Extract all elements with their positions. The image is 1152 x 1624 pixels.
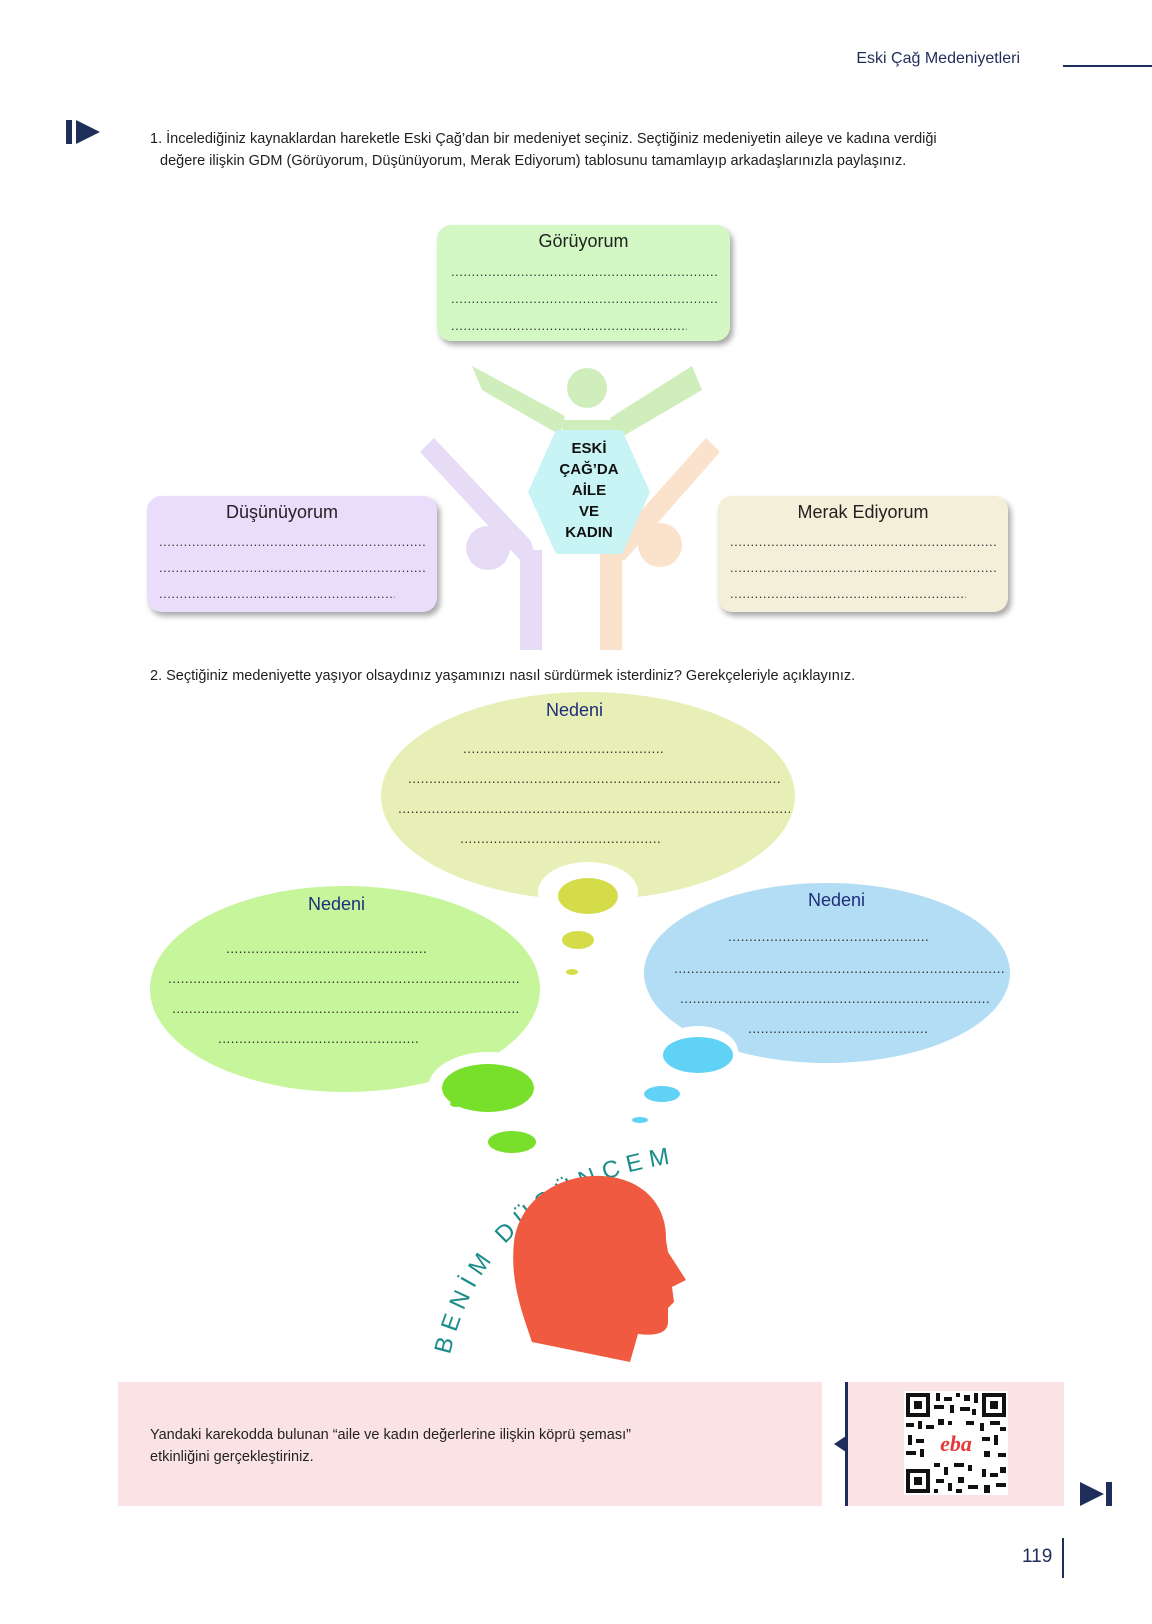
dotted-line: ........................................… [460, 830, 662, 846]
center-label-line: ÇAĞ’DA [559, 461, 619, 478]
dotted-line: ........................................… [218, 1030, 420, 1046]
thought-bubbles-graphic [150, 692, 1010, 1153]
qr-instruction-line-1: Yandaki karekodda bulunan “aile ve kadın… [150, 1427, 631, 1443]
header-rule [1063, 65, 1152, 67]
dotted-line: ........................................… [451, 318, 687, 333]
question-1-line-1: 1. İncelediğiniz kaynaklardan hareketle … [150, 131, 937, 147]
qr-instruction-line-2: etkinliğini gerçekleştiriniz. [150, 1449, 314, 1465]
dusunuyorum-box: Düşünüyorum ............................… [147, 496, 437, 612]
question-2: 2. Seçtiğiniz medeniyette yaşıyor olsayd… [150, 668, 856, 684]
center-label-line: KADIN [565, 524, 613, 541]
qr-code-icon[interactable]: eba [904, 1391, 1008, 1495]
dotted-line: ........................................… [730, 560, 996, 575]
center-label-line: ESKİ [571, 440, 607, 457]
dotted-line: ........................................… [748, 1020, 928, 1036]
bubble-left-title: Nedeni [308, 894, 366, 914]
qr-instruction: Yandaki karekodda bulunan “aile ve kadın… [150, 1424, 770, 1468]
dotted-line: ........................................… [674, 960, 1004, 976]
benim-dusuncem-graphic: BENİM DÜŞÜNCEM [430, 1142, 686, 1362]
dotted-line: ........................................… [168, 970, 520, 986]
center-hexagon [528, 430, 650, 554]
dotted-line: ........................................… [728, 928, 930, 944]
dusunuyorum-title: Düşünüyorum [225, 502, 339, 522]
merak-ediyorum-box: Merak Ediyorum .........................… [718, 496, 1008, 612]
dotted-line: ........................................… [159, 560, 425, 575]
dotted-line: ........................................… [451, 291, 717, 306]
dotted-line: ........................................… [680, 990, 990, 1006]
question-1: 1. İncelediğiniz kaynaklardan hareketle … [150, 128, 1050, 172]
qr-divider [845, 1382, 848, 1506]
dotted-line: ........................................… [172, 1000, 518, 1016]
pointer-icon [834, 1436, 846, 1452]
question-1-line-2: değere ilişkin GDM (Görüyorum, Düşünüyor… [160, 153, 907, 169]
dotted-line: ........................................… [463, 740, 665, 756]
center-label-line: VE [578, 503, 599, 520]
qr-info-panel [118, 1382, 822, 1506]
head-silhouette-icon [513, 1175, 686, 1362]
dotted-line: ........................................… [730, 534, 996, 549]
center-label: ESKİ ÇAĞ’DA AİLE VE KADIN [540, 438, 638, 543]
play-start-icon [66, 120, 100, 144]
skip-end-icon[interactable] [1080, 1482, 1114, 1506]
eba-logo: eba [940, 1431, 972, 1456]
dotted-line: ........................................… [398, 800, 790, 816]
merak-ediyorum-title: Merak Ediyorum [797, 502, 929, 522]
chapter-title: Eski Çağ Medeniyetleri [856, 50, 1020, 67]
dotted-line: ........................................… [730, 586, 966, 601]
dotted-line: ........................................… [451, 264, 717, 279]
page-number: 119 [1022, 1546, 1053, 1567]
center-label-line: AİLE [571, 482, 607, 499]
dotted-line: ........................................… [408, 770, 782, 786]
bubble-right-title: Nedeni [808, 890, 866, 910]
goruyorum-box: Görüyorum ..............................… [437, 225, 730, 341]
dotted-line: ........................................… [159, 586, 395, 601]
page-number-rule [1062, 1538, 1064, 1578]
dotted-line: ........................................… [226, 940, 428, 956]
goruyorum-title: Görüyorum [538, 231, 629, 251]
dotted-line: ........................................… [159, 534, 425, 549]
bubble-top-title: Nedeni [546, 700, 604, 720]
